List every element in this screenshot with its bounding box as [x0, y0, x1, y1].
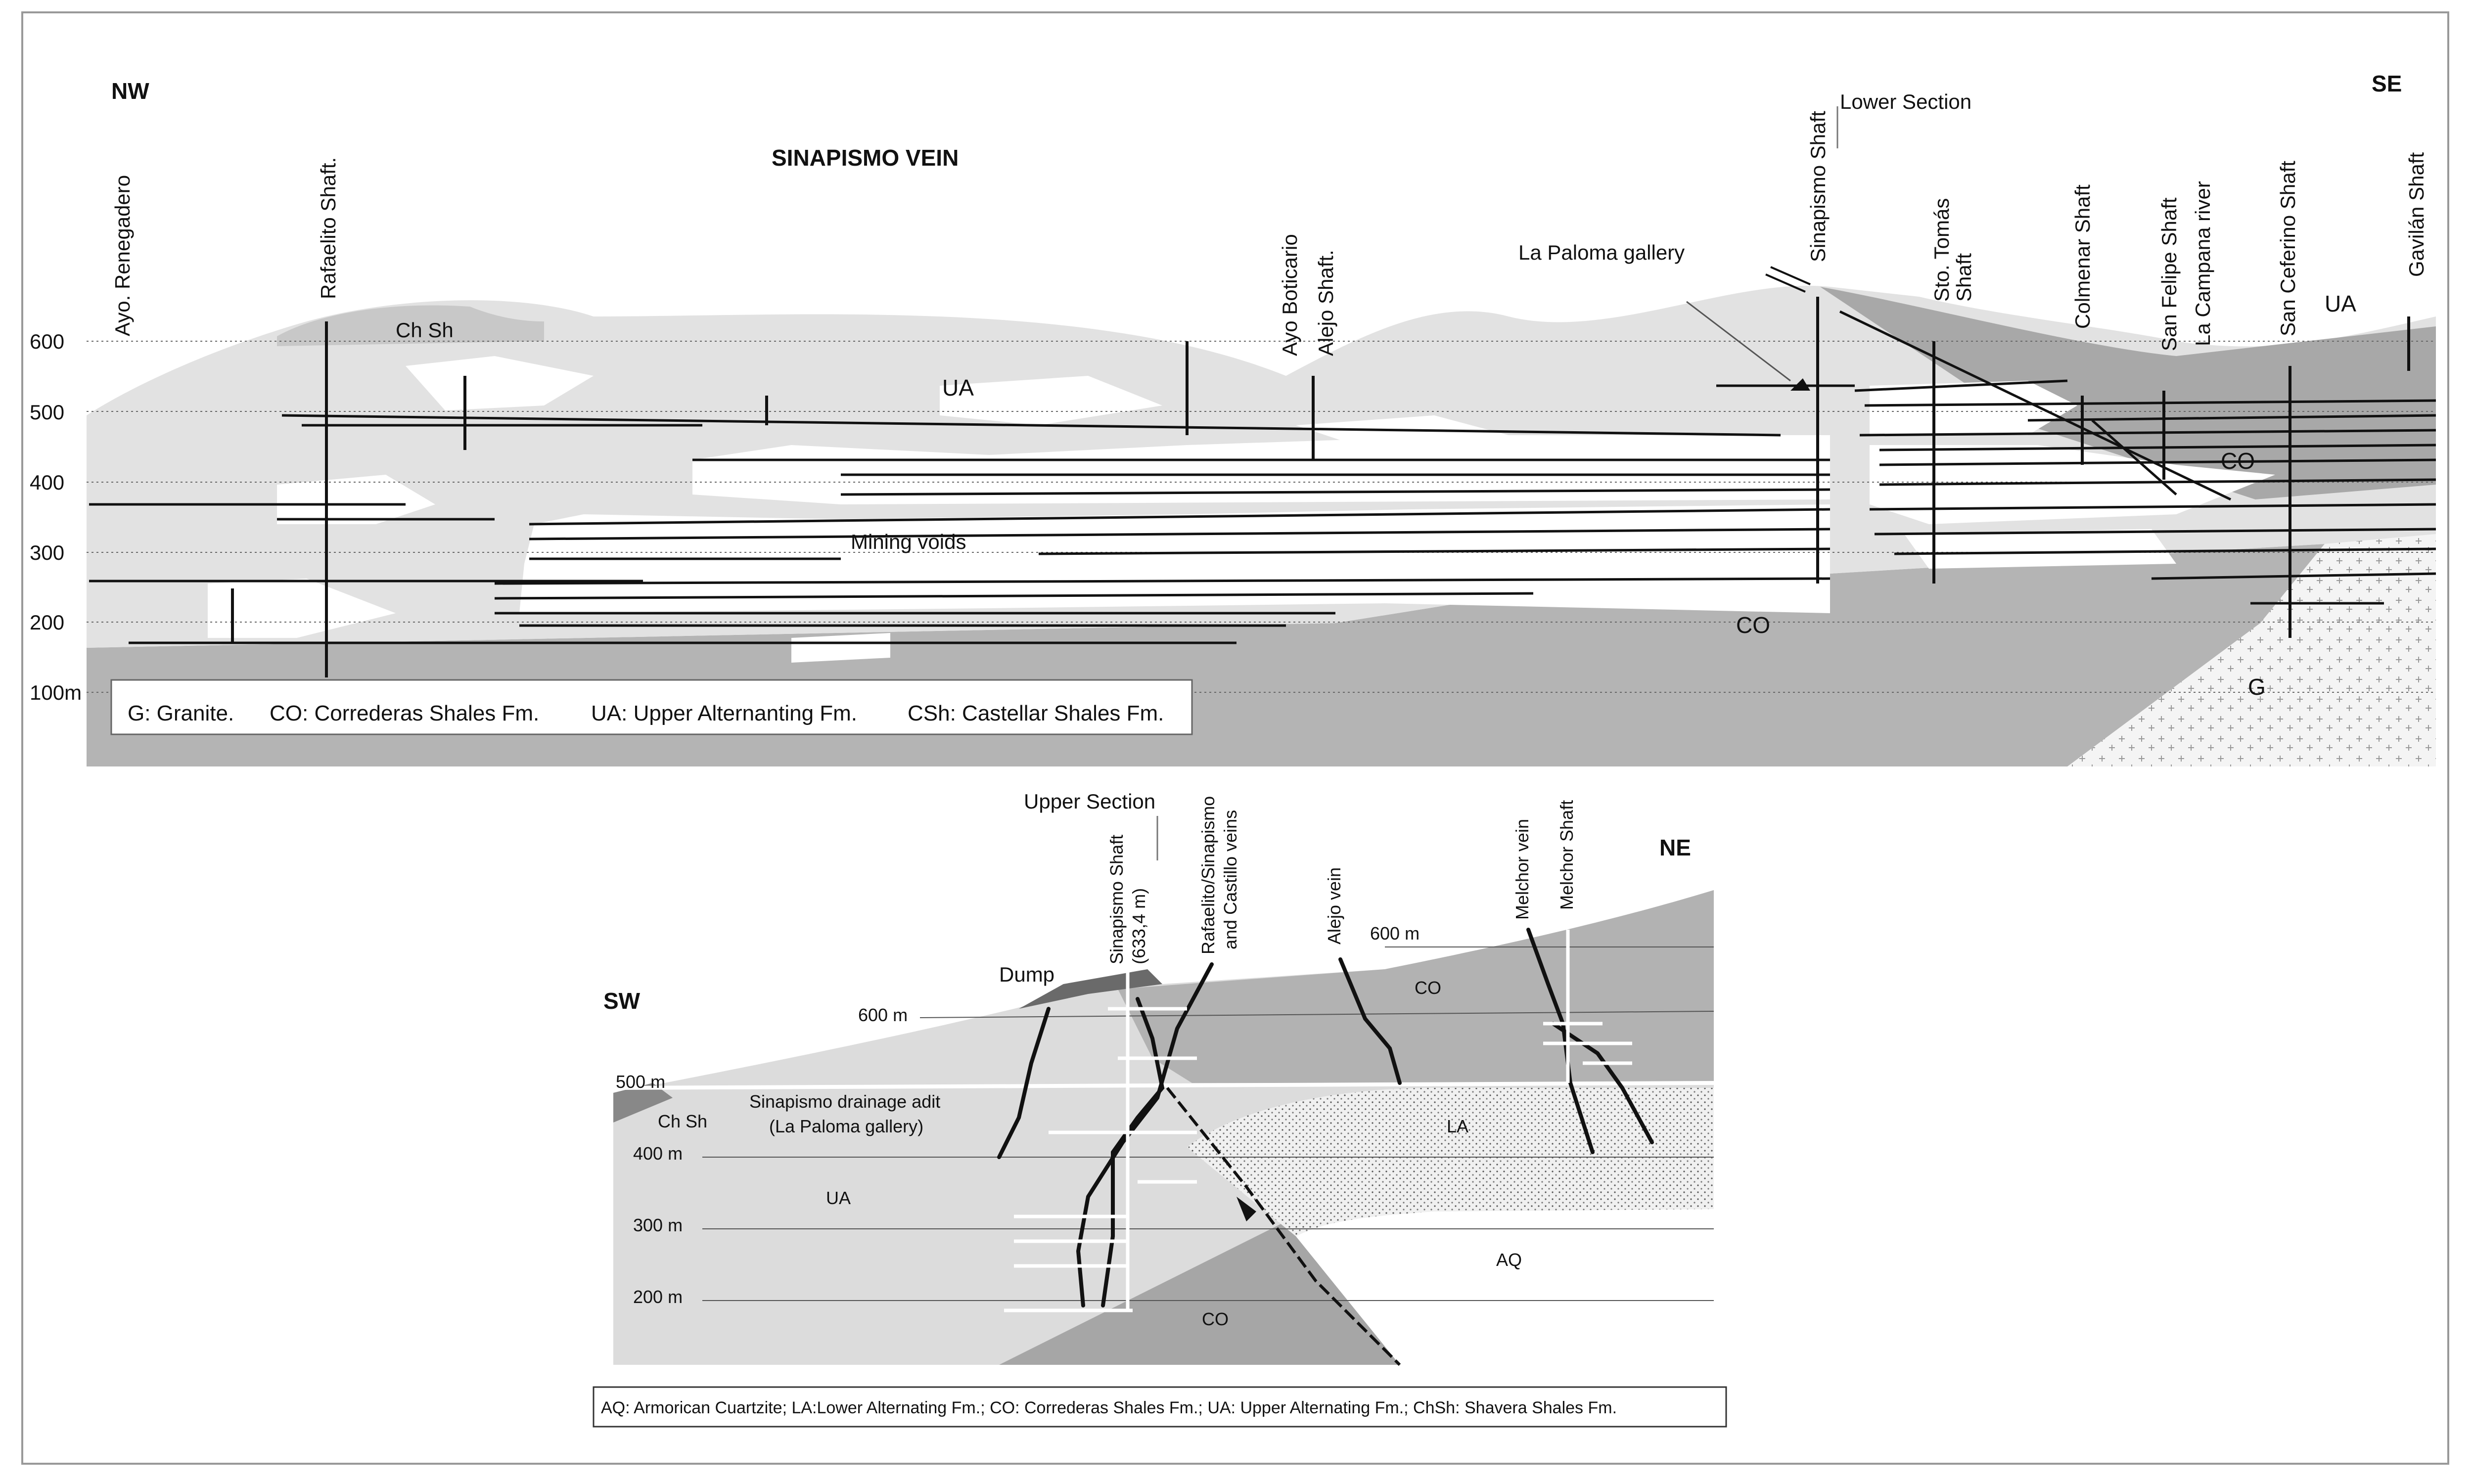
legend-granite: G: Granite.: [128, 701, 234, 725]
axis-tick-600: 600: [30, 330, 64, 353]
direction-nw: NW: [111, 78, 149, 104]
axis-tick-300: 300: [30, 541, 64, 564]
unit-aq-lower: AQ: [1496, 1250, 1522, 1270]
lower-veins: [997, 928, 1654, 1307]
upper-legend-box: [110, 679, 1193, 735]
upper-section: 600 500 400 300 200 100m NW SE SINAPISMO…: [30, 71, 2436, 766]
vein-title: SINAPISMO VEIN: [772, 145, 959, 171]
vein-label-melchor-shaft: Melchor Shaft: [1557, 800, 1577, 910]
vein-label-sinapismo-depth: (633,4 m): [1129, 888, 1149, 964]
unit-chsh-lower: Ch Sh: [658, 1111, 707, 1131]
lower-section: Upper Section SW NE Dump Sinapismo drain…: [593, 790, 1727, 1428]
lower-aq-body: [1296, 1209, 1714, 1365]
lower-legend-box: [593, 1386, 1727, 1428]
dump-label: Dump: [999, 963, 1054, 986]
figure-frame: [21, 11, 2449, 1465]
gallery-marker-triangle: [1790, 378, 1810, 391]
lower-legend-text: AQ: Armorican Cuartzite; LA:Lower Altern…: [601, 1398, 1617, 1417]
unit-co-upper-1: CO: [2221, 448, 2255, 474]
shaft-label-la-campana: La Campana river: [2191, 181, 2214, 346]
fault-arrow-symbol: [1765, 266, 1811, 293]
level-label-300: 300 m: [633, 1215, 683, 1235]
gallery-label: La Paloma gallery: [1518, 241, 1685, 264]
lower-section-note: Lower Section: [1840, 90, 1971, 113]
shaft-label-rafaelito: Rafaelito Shaft.: [317, 157, 340, 299]
upper-section-note: Upper Section: [1024, 790, 1155, 813]
shaft-label-boticario: Ayo Boticario: [1278, 234, 1301, 356]
upper-axis: 600 500 400 300 200 100m: [30, 330, 82, 704]
unit-la-lower: LA: [1447, 1116, 1468, 1136]
upper-fault: [1839, 310, 2232, 501]
direction-se: SE: [2372, 71, 2402, 96]
gallery-leader-line: [1686, 301, 1791, 382]
vein-label-rafaelito: Rafaelito/Sinapismo: [1198, 796, 1218, 954]
lower-fault-arrow: [1236, 1197, 1256, 1221]
shaft-label-sto-tomas-2: Shaft: [1952, 253, 1975, 302]
unit-ua-lower: UA: [826, 1188, 851, 1208]
direction-sw: SW: [603, 988, 641, 1014]
vein-label-sinapismo: Sinapismo Shaft: [1106, 835, 1127, 964]
legend-correderas: CO: Correderas Shales Fm.: [270, 701, 539, 725]
shaft-label-colmenar: Colmenar Shaft: [2071, 184, 2094, 329]
axis-tick-400: 400: [30, 471, 64, 494]
shaft-label-sto-tomas: Sto. Tomás: [1930, 198, 1953, 302]
adit-label-2: (La Paloma gallery): [769, 1116, 923, 1136]
unit-chsh-upper: Ch Sh: [396, 318, 454, 342]
legend-upper-alternating: UA: Upper Alternanting Fm.: [591, 701, 857, 725]
adit-label-1: Sinapismo drainage adit: [749, 1091, 940, 1112]
unit-co-lower-1: CO: [1415, 978, 1441, 998]
upper-shafts: [231, 297, 2410, 677]
unit-ua-upper-1: UA: [942, 375, 974, 401]
vein-label-melchor: Melchor vein: [1512, 819, 1532, 920]
upper-fault-2: [2091, 419, 2177, 495]
level-label-600-right: 600 m: [1370, 923, 1420, 944]
shaft-label-san-ceferino: San Ceferino Shaft: [2276, 161, 2299, 336]
shaft-label-sinapismo: Sinapismo Shaft: [1806, 111, 1830, 262]
axis-tick-200: 200: [30, 611, 64, 634]
lower-workings: [1004, 930, 1632, 1312]
shaft-label-alejo: Alejo Shaft.: [1314, 250, 1337, 356]
axis-tick-100m: 100m: [30, 681, 82, 704]
lower-fault-line: [1166, 1087, 1401, 1366]
mining-voids-label: Mining voids: [851, 530, 966, 553]
level-label-500: 500 m: [616, 1072, 665, 1092]
direction-ne: NE: [1659, 835, 1691, 860]
level-label-600: 600 m: [858, 1005, 908, 1025]
upper-granite-body: [2067, 534, 2436, 766]
unit-g-upper: G: [2248, 674, 2266, 700]
mining-voids: [208, 356, 2275, 663]
legend-castellar: CSh: Castellar Shales Fm.: [908, 701, 1164, 725]
unit-co-upper-2: CO: [1736, 612, 1770, 638]
lower-chsh-strip: [613, 1083, 673, 1123]
upper-chsh-cap: [277, 305, 544, 346]
unit-co-lower-2: CO: [1202, 1309, 1229, 1329]
level-label-400: 400 m: [633, 1143, 683, 1164]
vein-label-alejo: Alejo vein: [1324, 867, 1344, 944]
upper-galleries: [89, 379, 2436, 644]
vein-label-castillo: and Castillo veins: [1220, 810, 1240, 949]
level-label-200: 200 m: [633, 1287, 683, 1307]
shaft-label-renegadero: Ayo. Renegadero: [111, 175, 134, 336]
axis-tick-500: 500: [30, 401, 64, 424]
shaft-label-san-felipe: San Felipe Shaft: [2157, 197, 2181, 351]
shaft-labels: Ayo. Renegadero Rafaelito Shaft. Ayo Bot…: [111, 111, 2428, 356]
shaft-label-gavilan: Gavilán Shaft: [2405, 152, 2428, 277]
unit-ua-upper-2: UA: [2325, 291, 2356, 316]
